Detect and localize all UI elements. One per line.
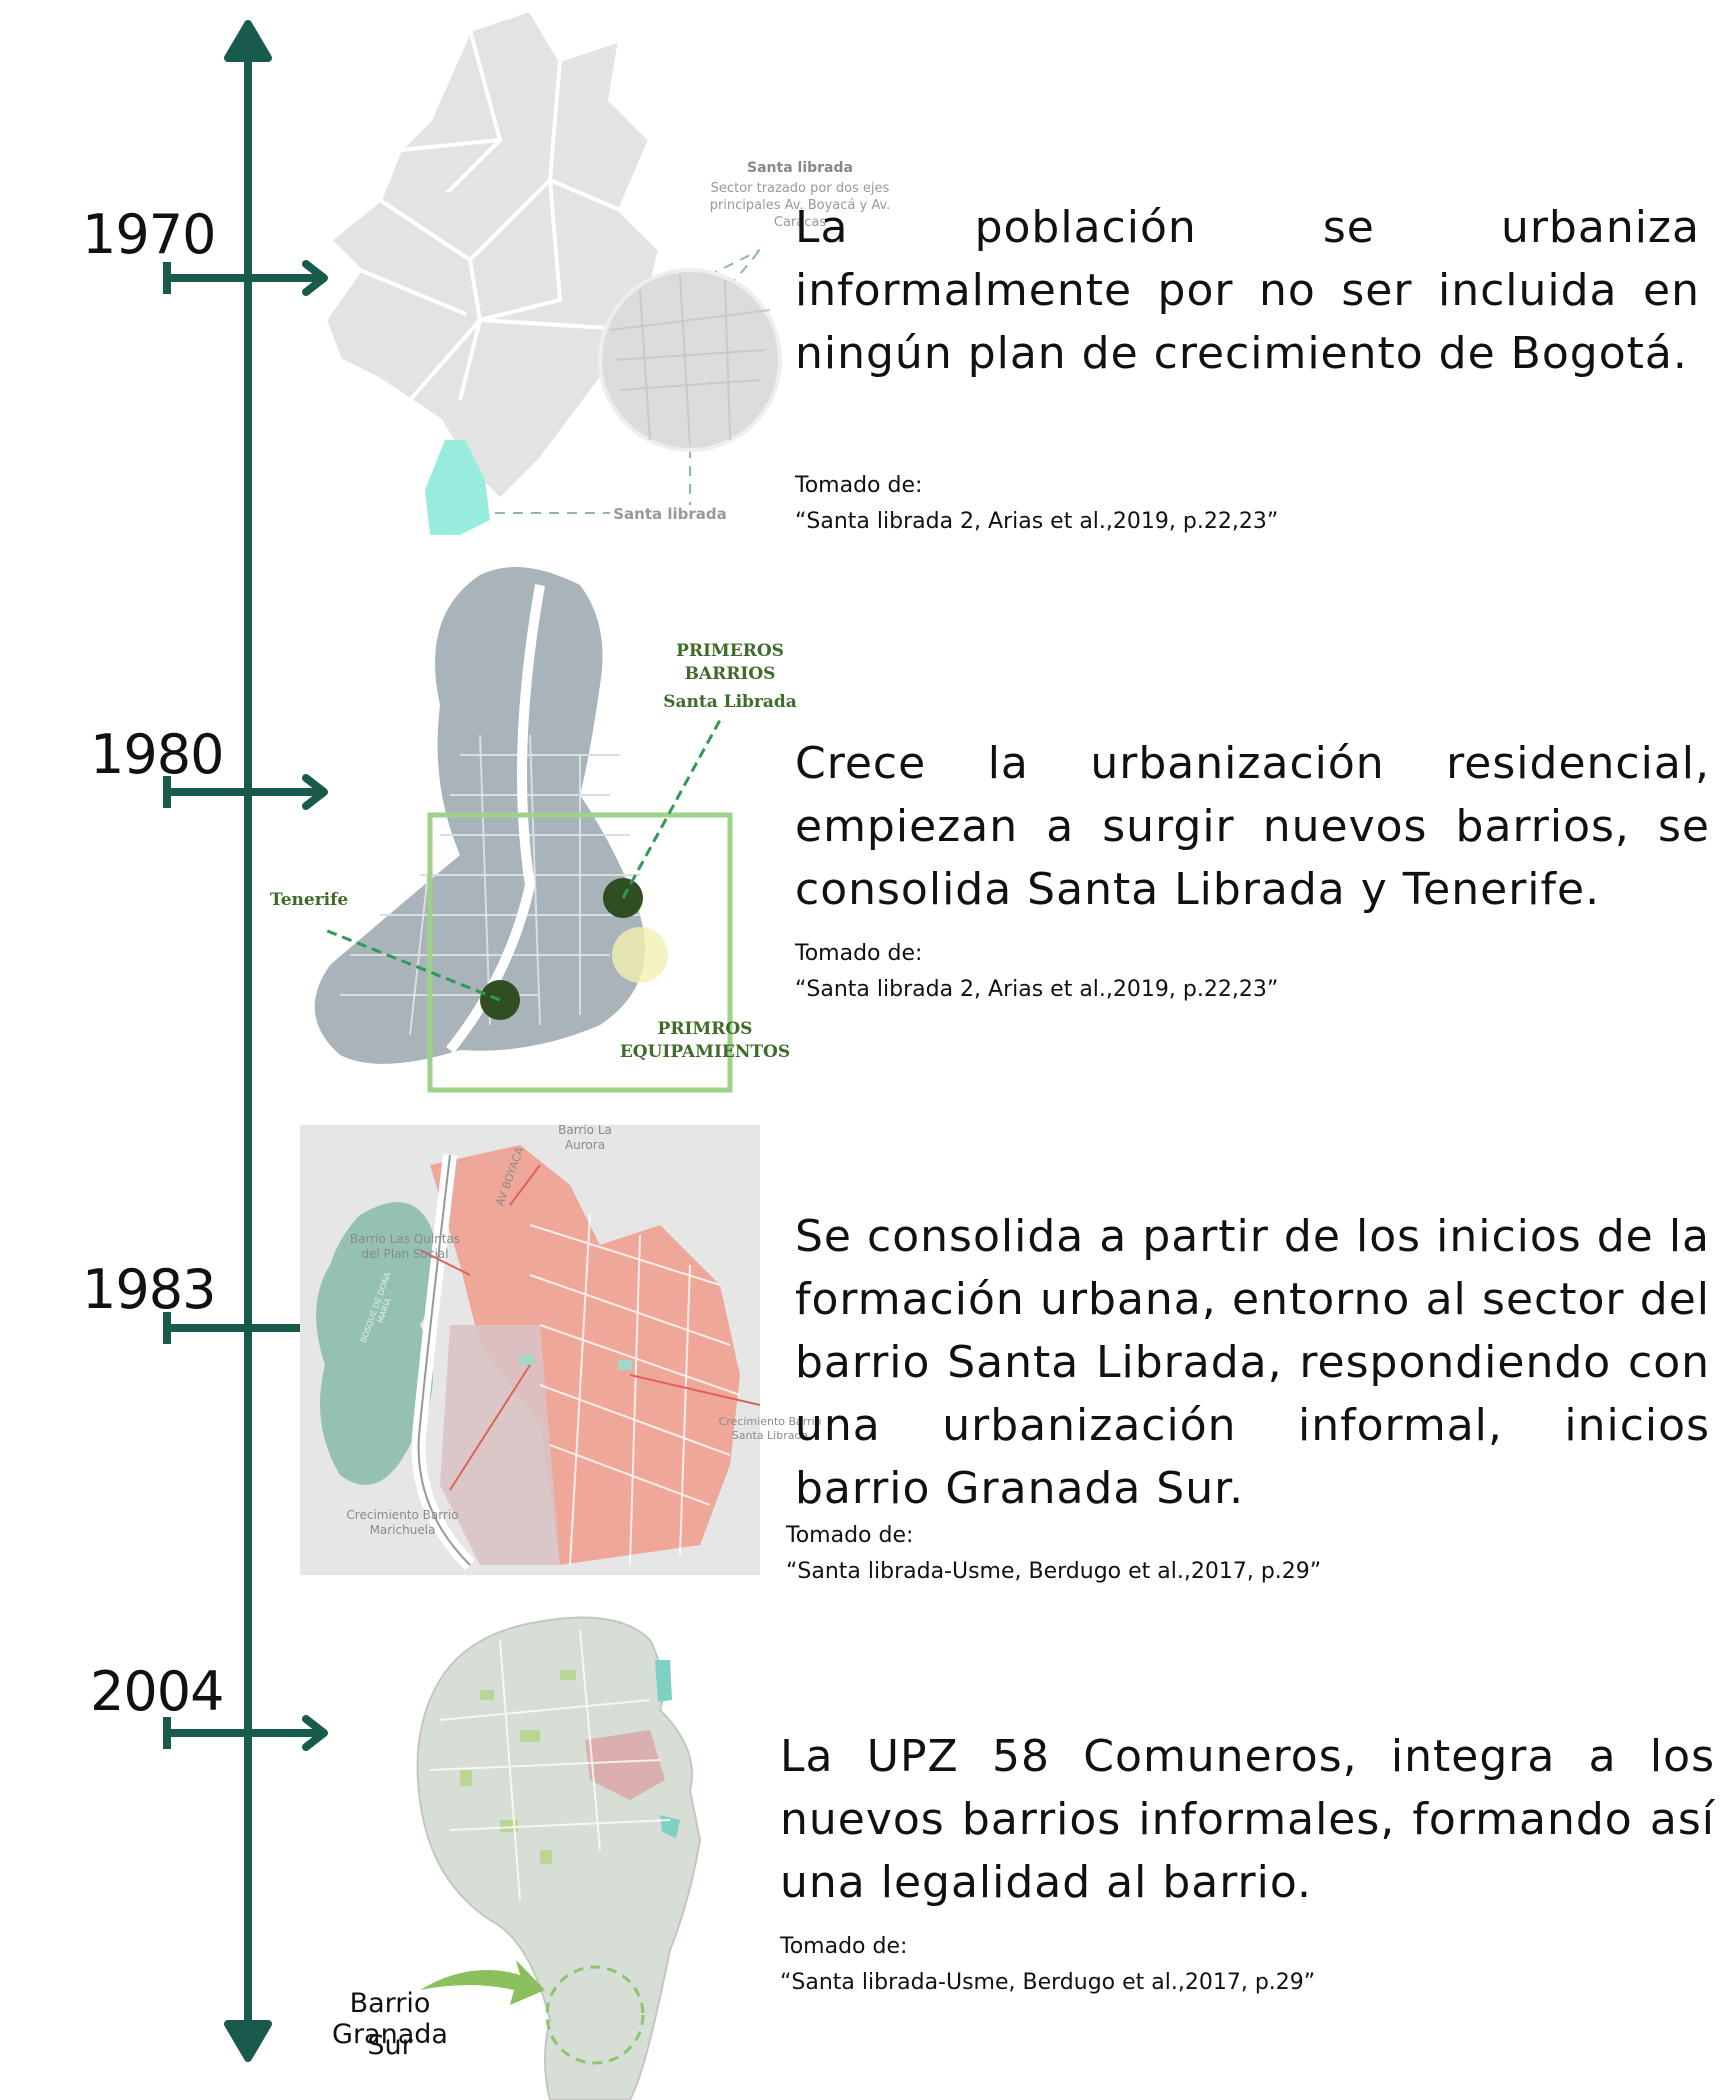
green-arrow-icon: [420, 1960, 545, 2005]
source-label-1983: Tomado de:: [786, 1523, 914, 1548]
label-barrio-la-aurora: Barrio La Aurora: [558, 1123, 612, 1152]
santa-librada-highlight: [425, 440, 490, 535]
description-1983: Se consolida a partir de los inicios de …: [795, 1211, 1710, 1514]
timeline-top-arrowhead: [224, 20, 272, 62]
equipment-box: [427, 812, 733, 1093]
map-1983-urban-growth: [300, 1125, 760, 1575]
label-barrio-granada-line1: Barrio Granada: [332, 1988, 448, 2050]
label-tenerife: Tenerife: [270, 890, 349, 910]
label-barrio-granada-line2: Sur: [367, 2030, 413, 2061]
map-1970-callout-body: Sector trazado por dos ejes principales …: [709, 181, 891, 230]
description-1980: Crece la urbanización residencial, empie…: [795, 738, 1710, 915]
label-primeros-equipamientos: PRIMROS EQUIPAMIENTOS: [619, 1019, 791, 1062]
granada-highlight-circle: [545, 1965, 645, 2065]
label-primeros-barrios: PRIMEROS BARRIOS: [676, 641, 784, 684]
map-1980-santa-librada: [314, 567, 733, 1093]
map-1970-bottom-label: Santa librada: [613, 505, 727, 523]
source-ref-2004: “Santa librada-Usme, Berdugo et al.,2017…: [780, 1970, 1316, 1995]
map-1970-callout-title: Santa librada: [747, 160, 853, 176]
label-crecimiento-santa-librada: Crecimiento Barrio Santa Librada: [718, 1415, 822, 1442]
map-1983-growth-area: [430, 1145, 740, 1565]
year-1980-label: 1980: [90, 723, 224, 786]
map-2004-upz-comuneros: [416, 1616, 702, 2100]
branch-arrow-1980: [163, 774, 328, 810]
source-label-2004: Tomado de:: [780, 1934, 908, 1959]
description-2004: La UPZ 58 Comuneros, integra a los nuevo…: [780, 1731, 1715, 1908]
source-label-1970: Tomado de:: [795, 473, 923, 498]
year-1983-label: 1983: [82, 1258, 216, 1321]
year-1970-label: 1970: [82, 203, 216, 266]
branch-arrow-2004: [163, 1715, 328, 1751]
timeline-bottom-arrowhead: [224, 2020, 272, 2062]
source-label-1980: Tomado de:: [795, 941, 923, 966]
label-barrio-las-quintas: Barrio Las Quintas del Plan Social: [349, 1232, 461, 1261]
label-santa-librada-1980: Santa Librada: [663, 692, 797, 712]
description-1970: La población se urbaniza informalmente p…: [795, 202, 1700, 379]
map-1970-bogota: [322, 7, 782, 535]
source-ref-1980: “Santa librada 2, Arias et al.,2019, p.2…: [795, 977, 1279, 1002]
label-crecimiento-marichuela: Crecimiento Barrio Marichuela: [346, 1508, 459, 1537]
source-ref-1983: “Santa librada-Usme, Berdugo et al.,2017…: [786, 1559, 1322, 1584]
source-ref-1970: “Santa librada 2, Arias et al.,2019, p.2…: [795, 509, 1279, 534]
year-2004-label: 2004: [90, 1660, 224, 1723]
branch-arrow-1970: [163, 260, 328, 296]
map-1983-forest: [316, 1202, 438, 1485]
